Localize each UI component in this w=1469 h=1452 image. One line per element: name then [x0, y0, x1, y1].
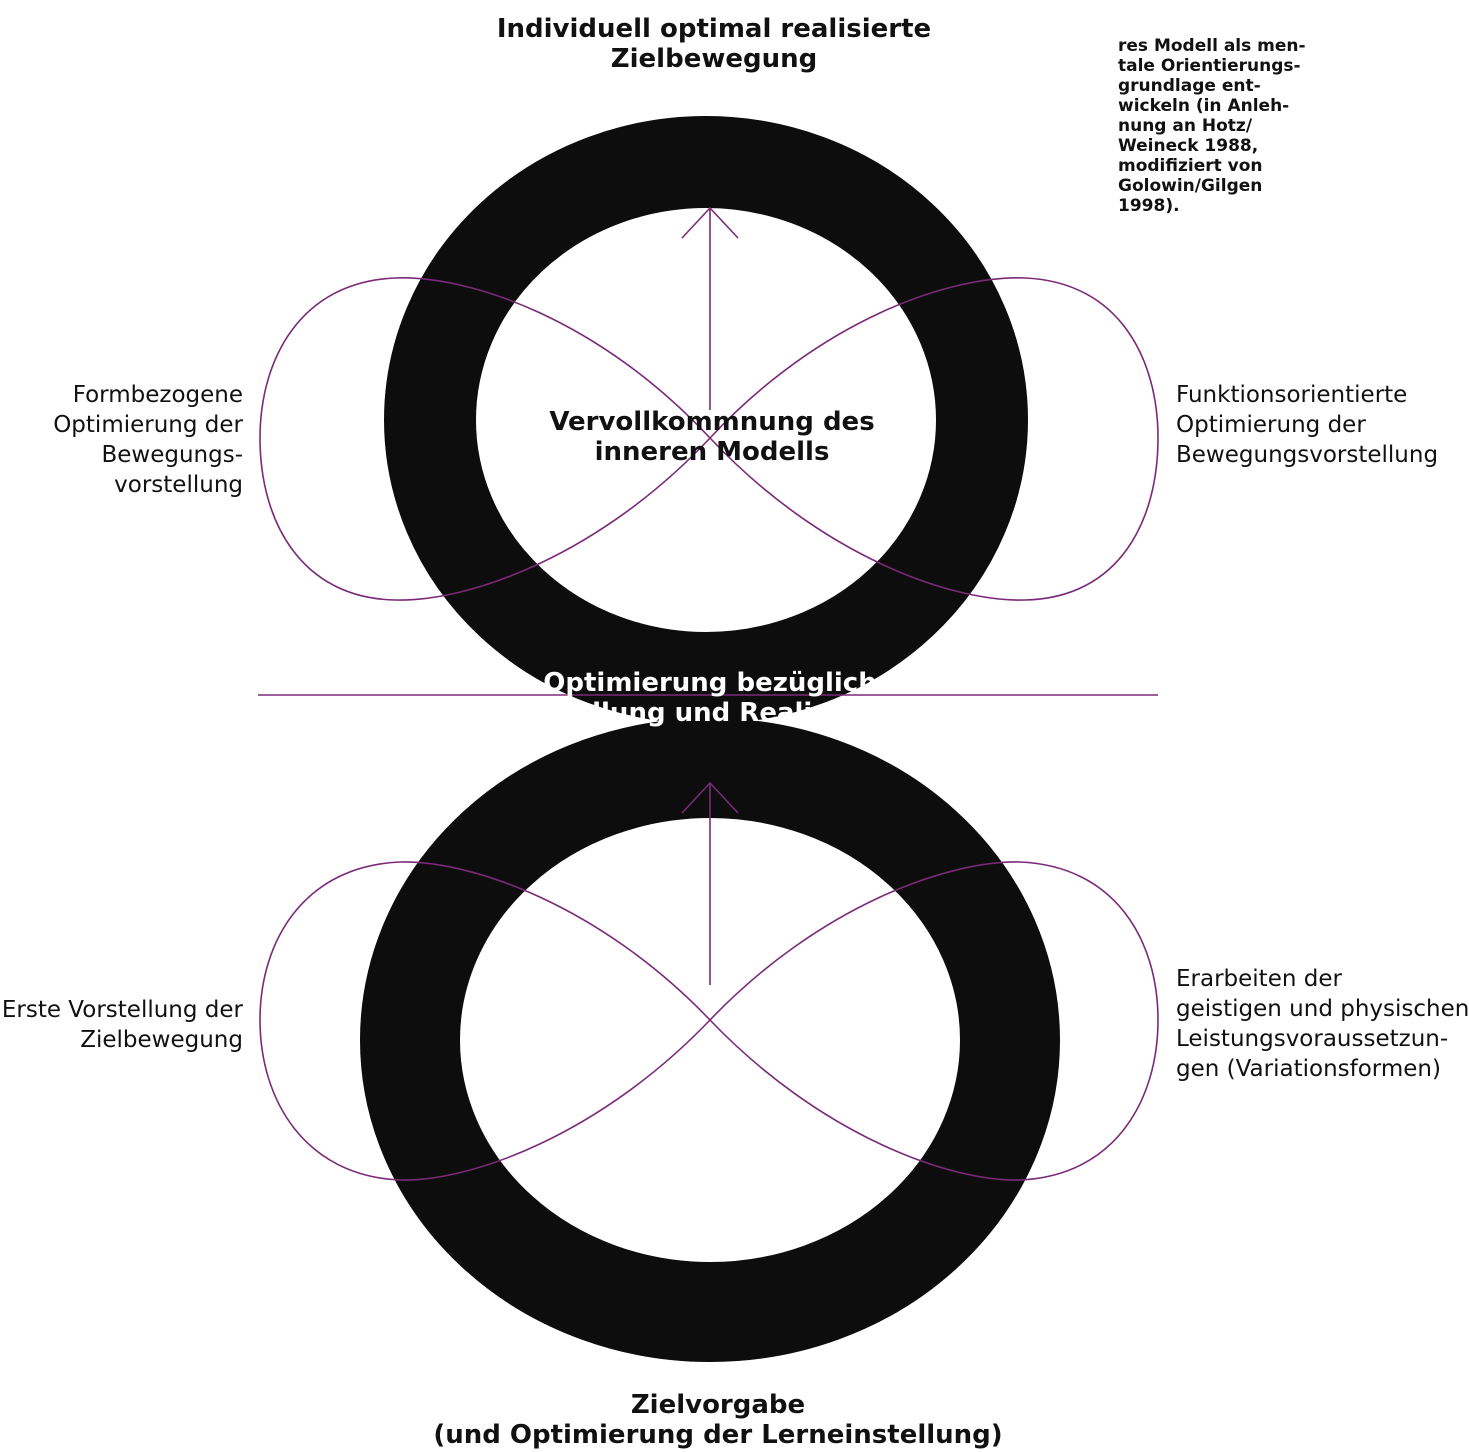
center-heading-line2: inneren Modells	[512, 437, 912, 467]
middle-heading-line2: Vorstellung und Realisierung	[470, 698, 950, 728]
caption-line: 1998).	[1118, 196, 1318, 216]
upper-right-label-line: Bewegungsvorstellung	[1176, 440, 1464, 470]
lower-right-label-line: geistigen und physischen	[1176, 994, 1464, 1024]
upper-left-label-line: Optimierung der	[0, 410, 243, 440]
upper-left-label-line: Formbezogene	[0, 380, 243, 410]
caption-line: tale Orientierungs-	[1118, 56, 1318, 76]
lower-right-label-line: Erarbeiten der	[1176, 964, 1464, 994]
upper-left-label: Formbezogene Optimierung der Bewegungs- …	[0, 380, 243, 500]
bottom-heading-line1: Zielvorgabe	[418, 1390, 1018, 1420]
lower-left-label-line: Zielbewegung	[0, 1025, 243, 1055]
lower-right-label: Erarbeiten der geistigen und physischen …	[1176, 964, 1464, 1084]
middle-heading-line1: Optimierung bezüglich	[470, 668, 950, 698]
lower-right-label-line: gen (Variationsformen)	[1176, 1054, 1464, 1084]
upper-left-label-line: vorstellung	[0, 470, 243, 500]
caption-line: nung an Hotz/	[1118, 116, 1318, 136]
upper-left-label-line: Bewegungs-	[0, 440, 243, 470]
upper-right-label: Funktionsorientierte Optimierung der Bew…	[1176, 380, 1464, 470]
top-heading: Individuell optimal realisierte Zielbewe…	[464, 14, 964, 74]
upper-right-label-line: Optimierung der	[1176, 410, 1464, 440]
figure-caption: res Modell als men- tale Orientierungs- …	[1118, 36, 1318, 216]
bottom-heading-line2: (und Optimierung der Lerneinstellung)	[418, 1420, 1018, 1450]
center-heading-line1: Vervollkommnung des	[512, 407, 912, 437]
top-heading-line1: Individuell optimal realisierte	[464, 14, 964, 44]
lower-left-label: Erste Vorstellung der Zielbewegung	[0, 995, 243, 1055]
bottom-heading: Zielvorgabe (und Optimierung der Lernein…	[418, 1390, 1018, 1450]
center-heading: Vervollkommnung des inneren Modells	[512, 407, 912, 467]
upper-right-label-line: Funktionsorientierte	[1176, 380, 1464, 410]
caption-line: grundlage ent-	[1118, 76, 1318, 96]
lower-left-label-line: Erste Vorstellung der	[0, 995, 243, 1025]
top-heading-line2: Zielbewegung	[464, 44, 964, 74]
lower-right-label-line: Leistungsvoraussetzun-	[1176, 1024, 1464, 1054]
caption-line: Golowin/Gilgen	[1118, 176, 1318, 196]
upper-arrow-icon	[682, 208, 738, 410]
caption-line: res Modell als men-	[1118, 36, 1318, 56]
caption-line: modifiziert von	[1118, 156, 1318, 176]
caption-line: wickeln (in Anleh-	[1118, 96, 1318, 116]
caption-line: Weineck 1988,	[1118, 136, 1318, 156]
middle-heading: Optimierung bezüglich Vorstellung und Re…	[470, 668, 950, 728]
